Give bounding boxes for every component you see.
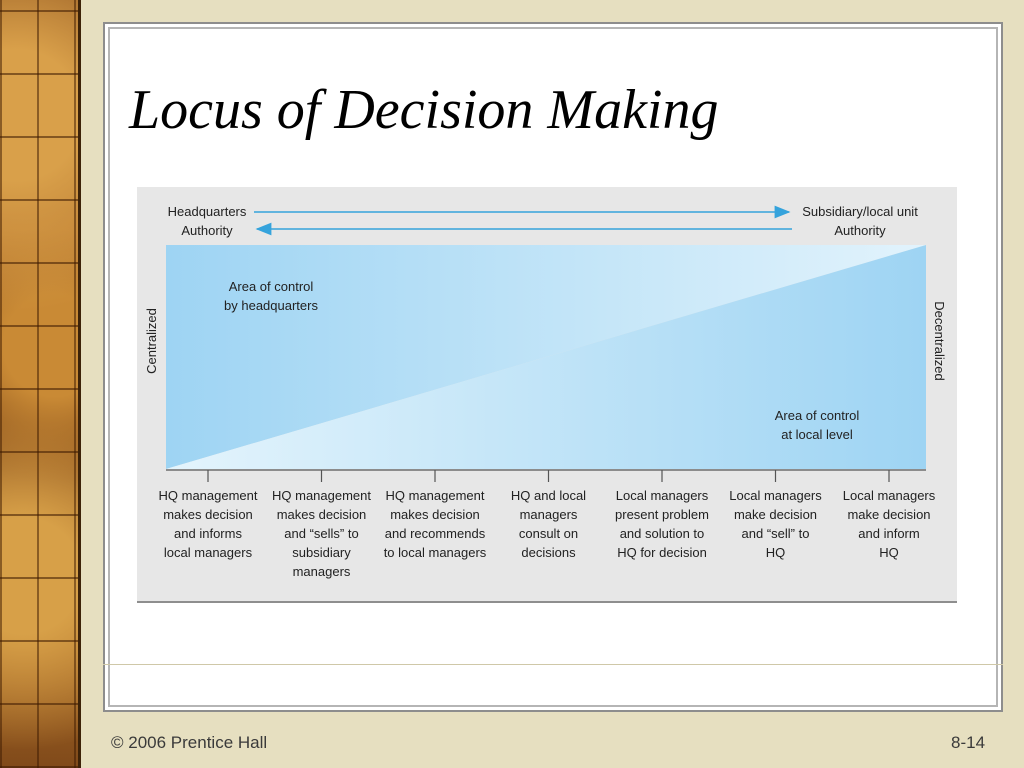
step-label-line: managers — [520, 507, 578, 522]
local-area-label-line2: at local level — [781, 427, 853, 442]
step-label-line: HQ for decision — [617, 545, 707, 560]
slide-title: Locus of Decision Making — [129, 79, 719, 141]
step-label-line: and informs — [174, 526, 242, 541]
step-label-line: HQ management — [386, 488, 485, 503]
step-label-line: make decision — [847, 507, 930, 522]
slide-number: 8-14 — [951, 733, 986, 752]
local-area-label-line1: Area of control — [775, 408, 860, 423]
step-label-line: and “sells” to — [284, 526, 358, 541]
footer-divider — [103, 664, 1003, 665]
step-label-line: Local managers — [616, 488, 709, 503]
step-label-line: HQ — [879, 545, 899, 560]
step-label-line: HQ management — [159, 488, 258, 503]
step-label-line: consult on — [519, 526, 578, 541]
decentralized-label: Decentralized — [932, 301, 947, 381]
step-label-line: to local managers — [384, 545, 487, 560]
step-label-line: makes decision — [163, 507, 253, 522]
step-label-line: makes decision — [277, 507, 367, 522]
copyright-footer: © 2006 Prentice Hall — [111, 733, 268, 752]
wood-texture-border — [0, 0, 81, 768]
step-label-line: HQ and local — [511, 488, 586, 503]
step-label-line: HQ management — [272, 488, 371, 503]
headquarters-label-line1: Headquarters — [168, 204, 247, 219]
hq-area-label-line1: Area of control — [229, 279, 314, 294]
step-label-line: present problem — [615, 507, 709, 522]
step-label-line: decisions — [521, 545, 576, 560]
step-label-line: and “sell” to — [742, 526, 810, 541]
step-label-line: Local managers — [729, 488, 822, 503]
step-label-line: Local managers — [843, 488, 936, 503]
diagram-canvas: Headquarters Authority Subsidiary/local … — [144, 204, 947, 579]
step-label-line: make decision — [734, 507, 817, 522]
hq-area-label-line2: by headquarters — [224, 298, 318, 313]
centralized-label: Centralized — [144, 308, 159, 374]
step-label-line: HQ — [766, 545, 786, 560]
step-label-line: and inform — [858, 526, 919, 541]
step-label-line: and solution to — [620, 526, 705, 541]
step-label-line: and recommends — [385, 526, 486, 541]
decision-locus-diagram: Headquarters Authority Subsidiary/local … — [137, 187, 957, 603]
headquarters-label-line2: Authority — [181, 223, 233, 238]
decision-step-labels: HQ management makes decision and informs lo… — [159, 488, 936, 579]
subsidiary-label-line2: Authority — [834, 223, 886, 238]
subsidiary-label-line1: Subsidiary/local unit — [802, 204, 918, 219]
step-label-line: subsidiary — [292, 545, 351, 560]
step-label-line: makes decision — [390, 507, 480, 522]
step-label-line: managers — [293, 564, 351, 579]
local-control-area — [166, 245, 926, 469]
axis-ticks — [207, 470, 890, 482]
step-label-line: local managers — [164, 545, 253, 560]
